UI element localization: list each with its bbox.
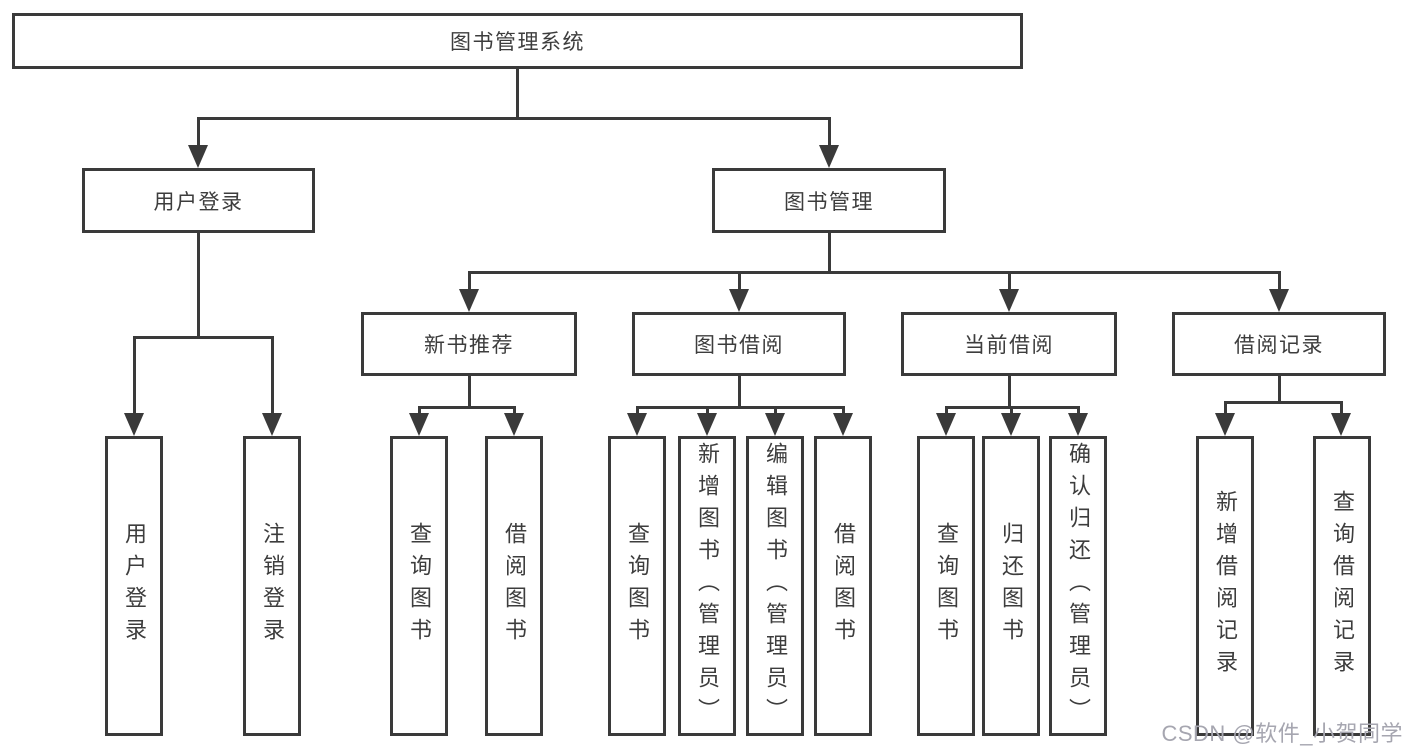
connector-vline [738,376,741,409]
down-arrow [697,409,717,436]
arrow-head-icon [819,145,839,168]
leaf-borrow-books-recommend: 借阅图书 [485,436,543,736]
arrow-shaft [1339,404,1343,418]
arrow-head-icon [409,413,429,436]
node-borrow-records: 借阅记录 [1172,312,1386,376]
connector-hline [636,406,845,409]
connector-vline [1278,376,1281,404]
arrow-head-icon [1269,289,1289,312]
node-book-borrow: 图书借阅 [632,312,846,376]
arrow-head-icon [1001,413,1021,436]
arrow-shaft [196,120,200,150]
arrow-shaft [270,339,274,418]
connector-vline [1008,376,1011,409]
connector-vline [516,68,519,120]
arrow-head-icon [1215,413,1235,436]
node-new-book-recommend: 新书推荐 [361,312,577,376]
arrow-head-icon [188,145,208,168]
leaf-query-borrow-record: 查询借阅记录 [1313,436,1371,736]
down-arrow [459,274,479,312]
arrow-shaft [827,120,831,150]
arrow-head-icon [1331,413,1351,436]
down-arrow [1269,274,1289,312]
connector-hline [133,336,274,339]
connector-hline [418,406,516,409]
arrow-shaft [1277,274,1281,294]
connector-vline [468,376,471,409]
leaf-add-book-admin: 新增图书（管理员） [678,436,736,736]
leaf-query-books-borrow: 查询图书 [608,436,666,736]
leaf-edit-book-admin: 编辑图书（管理员） [746,436,804,736]
leaf-user-login: 用户登录 [105,436,163,736]
node-library-system-root: 图书管理系统 [12,13,1023,69]
leaf-query-books-recommend: 查询图书 [390,436,448,736]
leaf-add-borrow-record: 新增借阅记录 [1196,436,1254,736]
arrow-shaft [1223,404,1227,418]
leaf-return-book: 归还图书 [982,436,1040,736]
arrow-head-icon [729,289,749,312]
down-arrow [729,274,749,312]
connector-vline [828,233,831,274]
arrow-head-icon [765,413,785,436]
arrow-head-icon [936,413,956,436]
arrow-shaft [467,274,471,294]
arrow-head-icon [697,413,717,436]
arrow-head-icon [627,413,647,436]
down-arrow [1068,409,1088,436]
csdn-watermark: CSDN @软件_小贺同学 [1161,721,1403,746]
arrow-shaft [132,339,136,418]
arrow-head-icon [999,289,1019,312]
connector-hline [945,406,1080,409]
down-arrow [409,409,429,436]
connector-vline [197,233,200,339]
arrow-shaft [737,274,741,294]
connector-hline [197,117,831,120]
node-current-borrow: 当前借阅 [901,312,1117,376]
down-arrow [819,120,839,168]
down-arrow [188,120,208,168]
arrow-head-icon [262,413,282,436]
leaf-logout: 注销登录 [243,436,301,736]
arrow-head-icon [833,413,853,436]
node-user-login: 用户登录 [82,168,315,233]
down-arrow [627,409,647,436]
down-arrow [1001,409,1021,436]
down-arrow [504,409,524,436]
connector-hline [1224,401,1343,404]
arrow-head-icon [504,413,524,436]
arrow-head-icon [124,413,144,436]
down-arrow [124,339,144,436]
leaf-confirm-return-admin: 确认归还（管理员） [1049,436,1107,736]
down-arrow [1331,404,1351,436]
leaf-borrow-books: 借阅图书 [814,436,872,736]
down-arrow [936,409,956,436]
arrow-head-icon [459,289,479,312]
node-book-management: 图书管理 [712,168,946,233]
leaf-query-books-current: 查询图书 [917,436,975,736]
down-arrow [999,274,1019,312]
down-arrow [262,339,282,436]
connector-hline [468,271,1281,274]
arrow-head-icon [1068,413,1088,436]
down-arrow [833,409,853,436]
arrow-shaft [1007,274,1011,294]
down-arrow [1215,404,1235,436]
down-arrow [765,409,785,436]
